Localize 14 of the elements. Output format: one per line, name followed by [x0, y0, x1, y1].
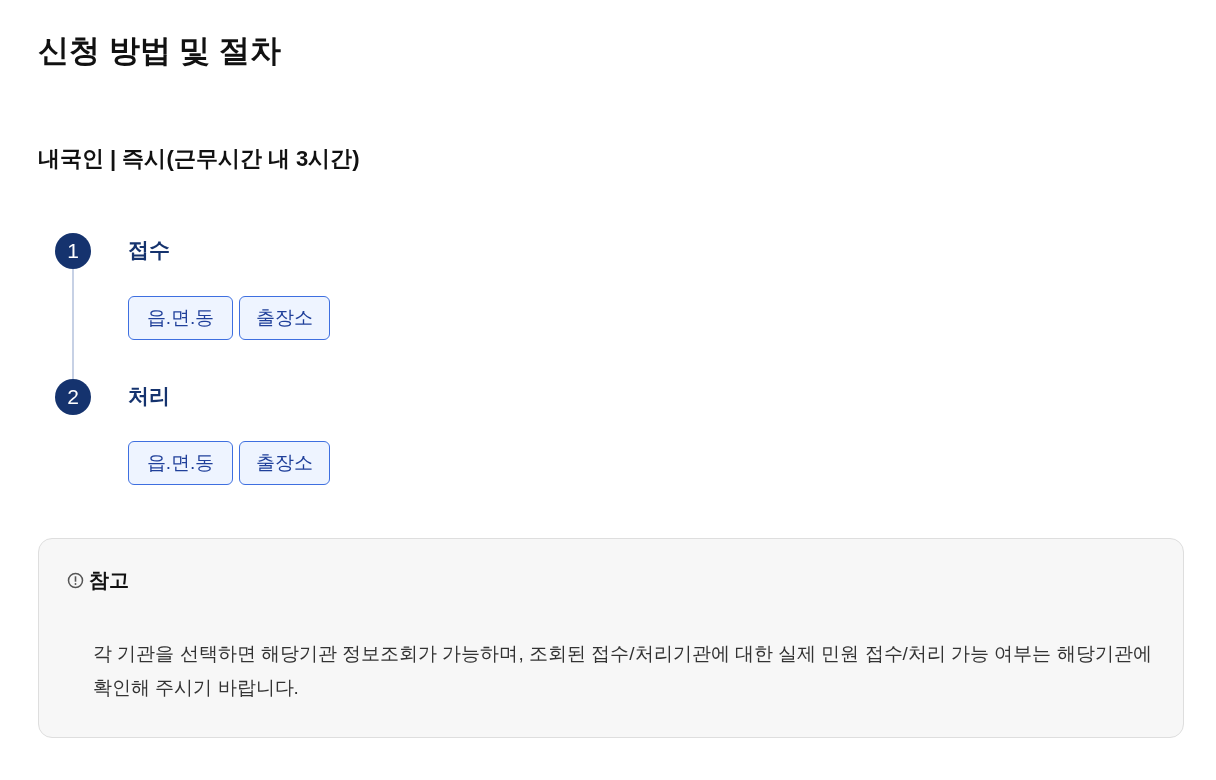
office-tag: 읍.면.동: [128, 441, 233, 485]
office-tag: 출장소: [239, 441, 330, 485]
connector-line: [72, 268, 74, 380]
page-title: 신청 방법 및 절차: [38, 32, 281, 70]
section-heading: 내국인 | 즉시(근무시간 내 3시간): [38, 145, 360, 173]
office-tag: 출장소: [239, 296, 330, 340]
step-title: 처리: [128, 383, 170, 409]
office-tag: 읍.면.동: [128, 296, 233, 340]
step-title: 접수: [128, 237, 170, 263]
step-number: 1: [55, 233, 91, 269]
step-number: 2: [55, 379, 91, 415]
note-box: [38, 538, 1184, 738]
note-text: 각 기관을 선택하면 해당기관 정보조회가 가능하며, 조회된 접수/처리기관에 대한 실제 민원 접수/처리 가능 여부는 해당기관에 확인해 주시기 바랍니다.: [93, 642, 1153, 700]
note-heading: 참고: [89, 568, 129, 593]
